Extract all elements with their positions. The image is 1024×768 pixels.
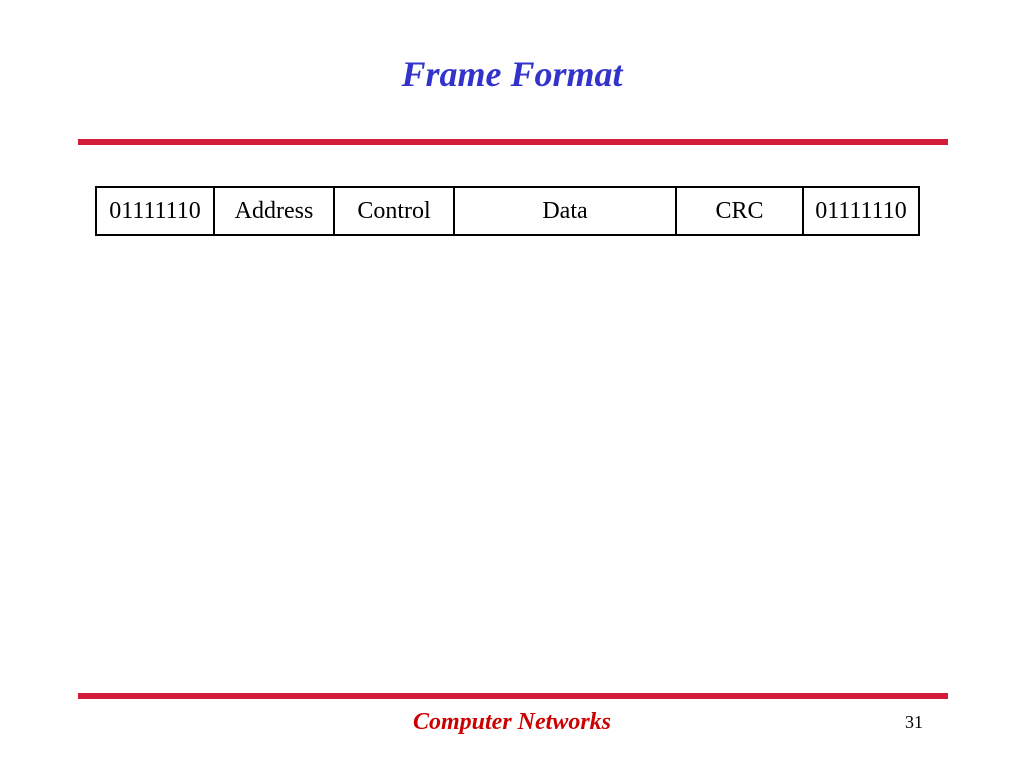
frame-field-start-flag: 01111110 [95, 186, 215, 236]
top-divider [78, 139, 948, 145]
frame-field-crc: CRC [675, 186, 804, 236]
slide-footer: Computer Networks [412, 709, 612, 735]
frame-field-data: Data [453, 186, 677, 236]
frame-field-address: Address [213, 186, 335, 236]
frame-format-diagram: 01111110 Address Control Data CRC 011111… [95, 186, 920, 236]
frame-field-control: Control [333, 186, 455, 236]
frame-field-end-flag: 01111110 [802, 186, 920, 236]
bottom-divider [78, 693, 948, 699]
slide-title: Frame Format [401, 54, 623, 94]
page-number: 31 [905, 712, 923, 732]
